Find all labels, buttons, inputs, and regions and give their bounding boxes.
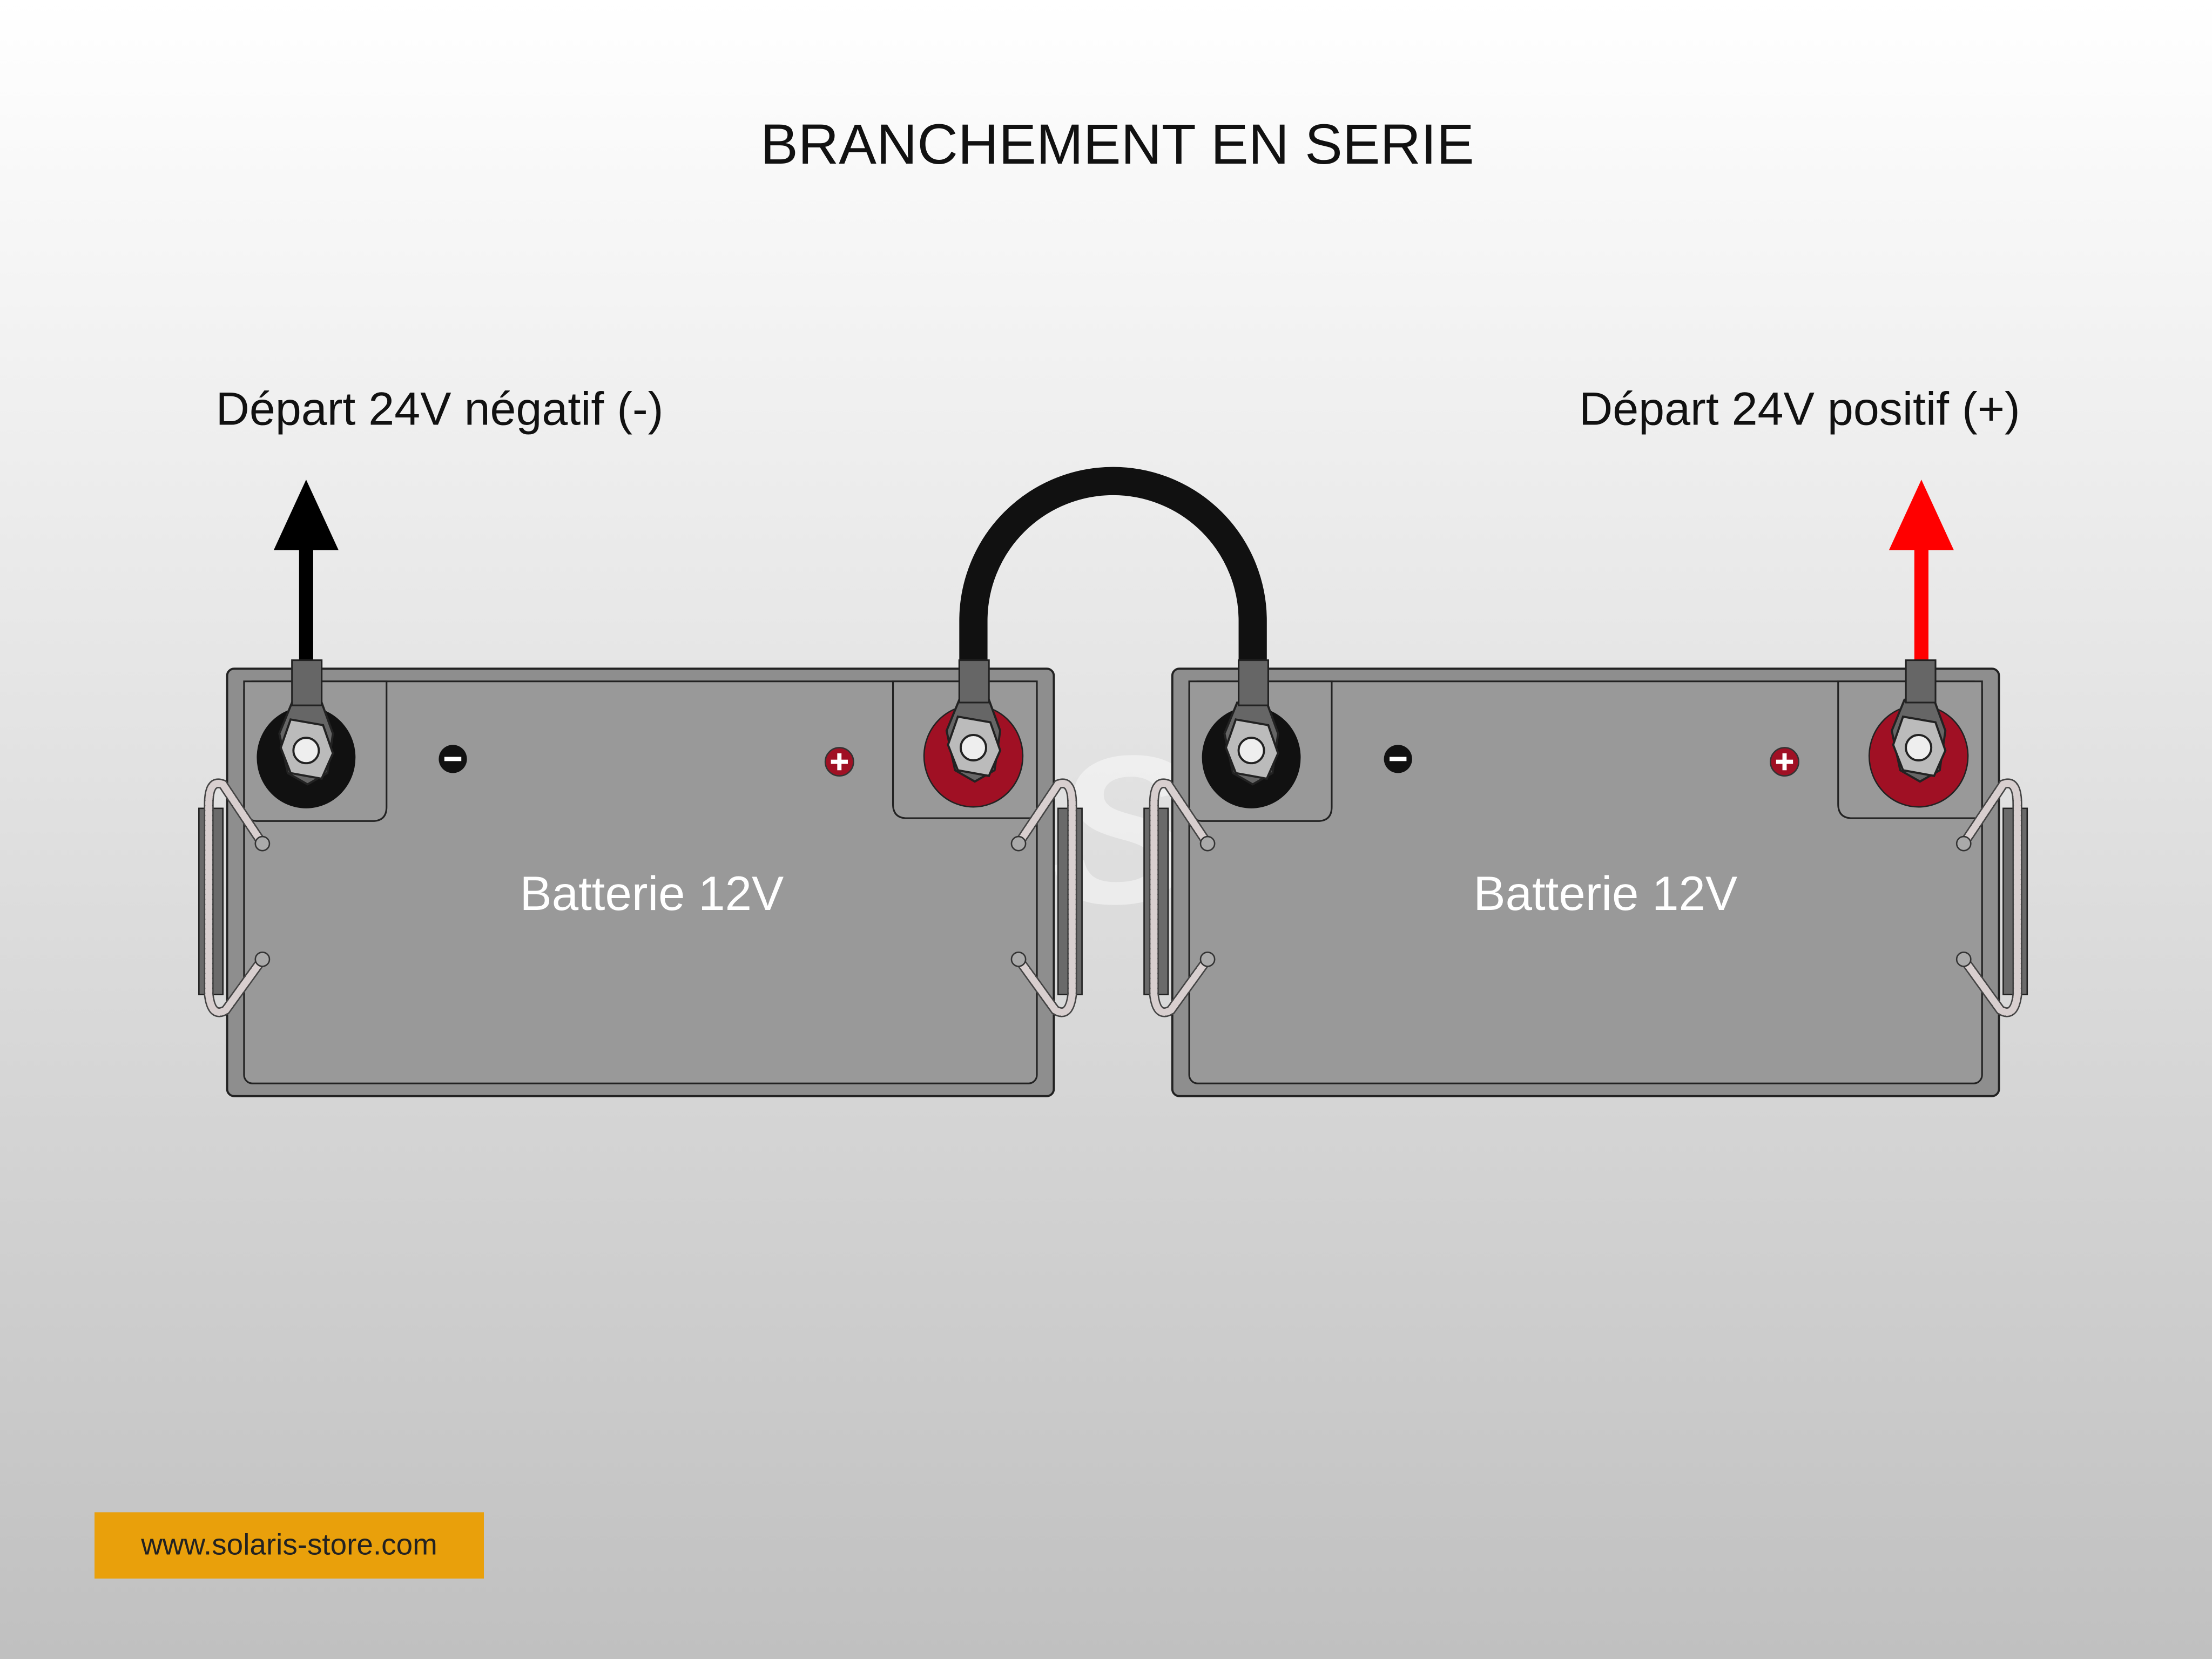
negative-output-arrow (273, 480, 339, 670)
battery-2: Batterie 12V (1144, 669, 2027, 1096)
positive-output-arrow (1889, 480, 1954, 670)
battery-label: Batterie 12V (520, 867, 784, 920)
battery-1: Batterie 12V (199, 669, 1082, 1096)
negative-output-label: Départ 24V négatif (-) (216, 383, 664, 435)
page-title: BRANCHEMENT EN SERIE (760, 113, 1474, 176)
website-badge[interactable]: www.solaris-store.com (95, 1512, 484, 1579)
series-jumper-cable (959, 467, 1267, 675)
positive-output-label: Départ 24V positif (+) (1579, 383, 2020, 435)
battery-label: Batterie 12V (1473, 867, 1737, 920)
website-link[interactable]: www.solaris-store.com (140, 1528, 437, 1561)
cable-lugs (291, 659, 1937, 706)
